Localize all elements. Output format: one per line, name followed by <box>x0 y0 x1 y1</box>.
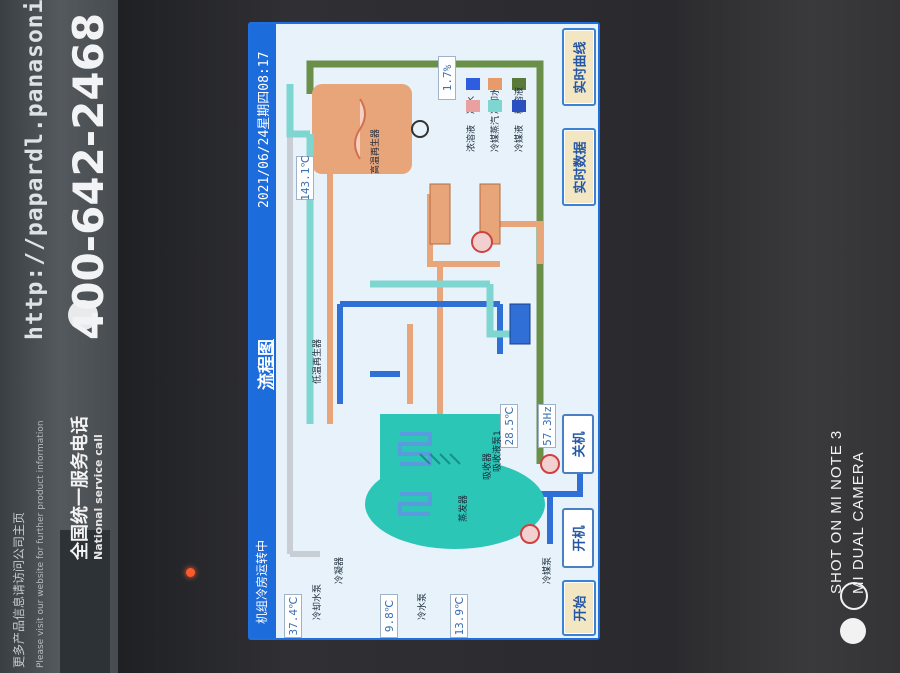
page-title: 流程图 <box>257 339 277 390</box>
cabinet-side <box>678 0 900 673</box>
sticker-service-label-en: National service call <box>92 434 105 560</box>
realtime-data-button[interactable]: 实时数据 <box>562 128 596 206</box>
readout-value: 37.4 <box>286 608 300 636</box>
process-flow-canvas: 机组冷房运转中 流程图 2021/06/24星期四08:17 37.4℃ 9.8… <box>250 24 598 638</box>
power-led <box>186 568 195 577</box>
camera-watermark-line2: MI DUAL CAMERA <box>850 451 867 594</box>
readout-value: 57.3 <box>540 419 554 446</box>
readout-chilled-in-temp: 13.9℃ <box>450 594 468 638</box>
sticker: http://papardl.panasonic.c 400-642-2468 … <box>0 0 118 673</box>
realtime-curve-label: 实时曲线 <box>573 40 589 94</box>
camera-watermark-line1: SHOT ON MI NOTE 3 <box>828 429 845 594</box>
legend-label: 冷媒蒸汽 <box>491 115 501 152</box>
high-temp-generator <box>312 84 412 174</box>
label-solution-pump: 吸收液泵1 <box>493 430 503 472</box>
sticker-url: http://papardl.panasonic.c <box>22 0 48 340</box>
readout-value: 9.8 <box>382 612 396 633</box>
label-evaporator: 蒸发器 <box>459 494 469 522</box>
begin-button[interactable]: 开始 <box>562 580 596 636</box>
readout-unit: Hz <box>540 406 554 420</box>
readout-cooling-water-temp: 37.4℃ <box>284 594 302 638</box>
sticker-more-info: 更多产品信息请访问公司主页 <box>12 511 26 668</box>
hmi-screen: 机组冷房运转中 流程图 2021/06/24星期四08:17 37.4℃ 9.8… <box>248 22 600 640</box>
realtime-curve-button[interactable]: 实时曲线 <box>562 28 596 106</box>
readout-unit: ℃ <box>382 599 396 613</box>
sticker-phone: 400-642-2468 <box>64 12 113 340</box>
camera-logo-ring-icon <box>840 582 868 610</box>
sticker-service-label: 全国统一服务电话 <box>70 416 91 560</box>
legend-swatch-refrigerant-liquid <box>512 100 526 112</box>
stop-label: 关机 <box>572 430 588 458</box>
label-cooling-water-pump: 冷却水泵 <box>313 583 323 620</box>
readout-hg-generator-temp: 143.1℃ <box>296 155 314 201</box>
readout-value: 143.1 <box>298 167 312 201</box>
label-chilled-water-pump: 冷水泵 <box>418 592 428 620</box>
readout-unit: ℃ <box>286 596 300 609</box>
readout-value: 13.9 <box>452 608 466 636</box>
sticker-more-info-en: Please visit our website for further pro… <box>36 420 46 668</box>
refrigerant-pump-icon <box>520 524 540 544</box>
readout-unit: % <box>440 64 454 72</box>
label-refrigerant-pump: 冷媒泵 <box>543 556 553 584</box>
label-condenser: 冷凝器 <box>335 556 345 584</box>
readout-unit: ℃ <box>298 155 312 168</box>
unit-status: 机组冷房运转中 <box>255 539 269 624</box>
readout-unit: ℃ <box>452 596 466 609</box>
datetime: 2021/06/24星期四08:17 <box>257 51 272 208</box>
realtime-data-label: 实时数据 <box>573 140 589 194</box>
readout-value: 28.5 <box>502 418 516 446</box>
legend-swatch-cooling-water <box>466 100 480 112</box>
label-low-temp-generator: 低温再生器 <box>313 338 323 384</box>
sticker-dark-panel <box>60 530 110 673</box>
readout-value: 1.7 <box>440 71 454 92</box>
phone-icon <box>68 300 98 330</box>
solution-pump-icon <box>540 454 560 474</box>
start-label: 开机 <box>572 524 588 552</box>
label-high-temp-generator: 高温再生器 <box>371 128 381 174</box>
camera-logo-dot-icon <box>840 618 866 644</box>
legend-label: 冷媒液 <box>515 124 525 152</box>
legend-swatch-dilute-solution <box>512 78 526 90</box>
readout-valve-pct: 1.7% <box>438 56 456 100</box>
readout-chilled-out-temp: 9.8℃ <box>380 594 398 638</box>
cooling-tower-pump-icon <box>471 231 493 253</box>
title-bar: 机组冷房运转中 流程图 2021/06/24星期四08:17 <box>250 24 277 638</box>
legend-swatch-conc-solution <box>488 78 502 90</box>
process-diagram <box>286 60 583 557</box>
readout-unit: ℃ <box>502 406 516 419</box>
legend-swatch-chilled-water <box>466 78 480 90</box>
legend-label: 浓溶液 <box>467 124 477 152</box>
stop-button[interactable]: 关机 <box>562 414 594 474</box>
begin-label: 开始 <box>573 594 589 622</box>
start-button[interactable]: 开机 <box>562 508 594 568</box>
legend-swatch-refrigerant-vapor <box>488 100 502 112</box>
